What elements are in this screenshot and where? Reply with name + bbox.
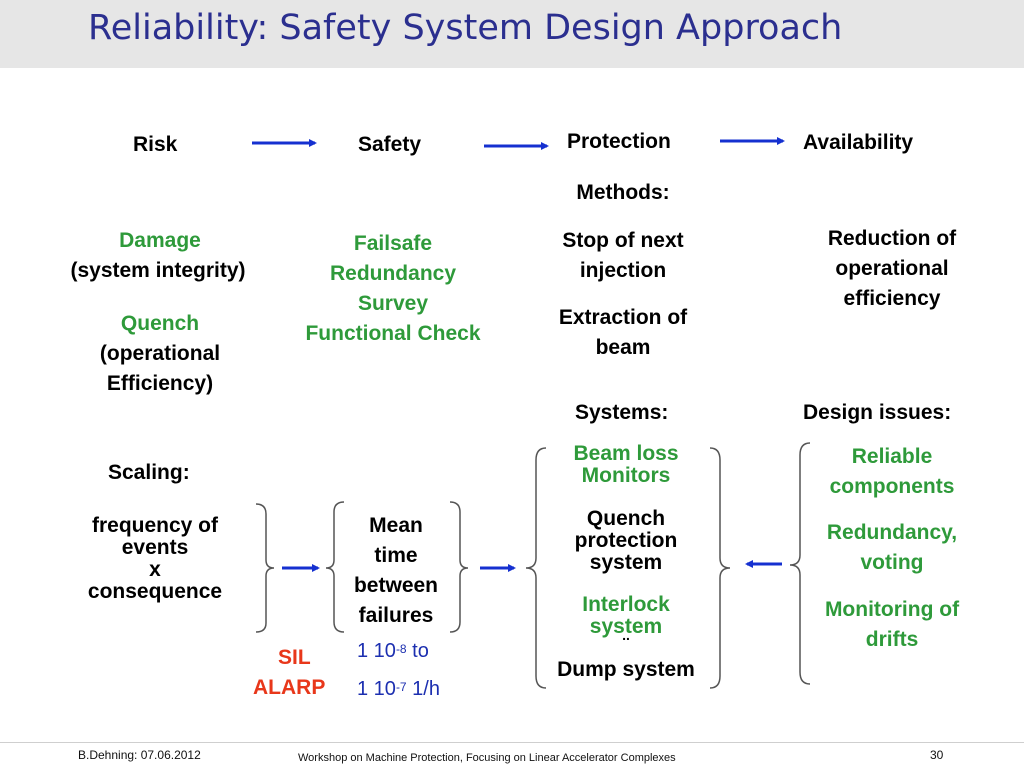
system-quench-protection: Quench protection system <box>540 508 712 574</box>
design-line: Monitoring of <box>824 598 960 621</box>
method-line: Extraction of <box>558 306 688 329</box>
design-reliable: Reliable components <box>792 442 992 502</box>
system-line: Beam loss <box>573 442 679 465</box>
system-line: system <box>589 615 663 638</box>
flow-risk: Risk <box>133 133 178 156</box>
systems-label: Systems: <box>575 401 669 424</box>
safety-item: Redundancy <box>329 262 457 285</box>
method-line: beam <box>595 336 651 359</box>
mtbf-line: time <box>374 544 418 567</box>
flow-protection: Protection <box>567 130 671 153</box>
failure-rate-lower: 1 10-8 to <box>357 639 429 664</box>
brace-mtbf-right <box>449 501 469 633</box>
mtbf-line: Mean <box>369 514 423 537</box>
system-line: Interlock <box>582 593 670 616</box>
flow-availability: Availability <box>803 131 914 154</box>
risk-quench: Quench <box>120 312 200 335</box>
brace-systems-left <box>525 447 547 689</box>
flow-safety: Safety <box>358 133 422 156</box>
system-beam-loss: Beam loss Monitors <box>540 443 712 487</box>
design-line: Reliable <box>851 445 933 468</box>
mtbf-line: between <box>353 574 439 597</box>
scaling-line: frequency of <box>91 514 219 537</box>
method-line: injection <box>579 259 667 282</box>
design-line: drifts <box>865 628 919 651</box>
brace-systems-right <box>709 447 731 689</box>
design-issues-label: Design issues: <box>803 401 952 424</box>
risk-damage: Damage <box>119 229 201 252</box>
availability-line: operational <box>835 257 949 280</box>
scaling-label: Scaling: <box>108 461 190 484</box>
footer-author-date: B.Dehning: 07.06.2012 <box>78 748 201 762</box>
methods-label: Methods: <box>576 181 670 204</box>
availability-text: Reduction of operational efficiency <box>792 224 992 314</box>
availability-line: efficiency <box>843 287 941 310</box>
design-line: components <box>829 475 955 498</box>
brace-mtbf-left <box>325 501 345 633</box>
sil-label: SIL <box>278 646 311 669</box>
system-line: Quench <box>586 507 666 530</box>
rate-exponent: -7 <box>395 680 407 694</box>
risk-damage-detail: (system integrity) <box>70 259 246 282</box>
design-line: Redundancy, <box>826 521 958 544</box>
footer-workshop: Workshop on Machine Protection, Focusing… <box>298 752 676 764</box>
availability-line: Reduction of <box>827 227 957 250</box>
risk-quench-detail-2: Efficiency) <box>106 372 214 395</box>
safety-list: Failsafe Redundancy Survey Functional Ch… <box>283 229 503 349</box>
rate-exponent: -8 <box>395 642 407 656</box>
footer-page-number: 30 <box>930 748 944 762</box>
design-line: voting <box>860 551 924 574</box>
brace-design-left <box>789 442 811 685</box>
rate-mantissa: 1 10 <box>357 678 396 700</box>
brace-scaling-right <box>255 503 275 633</box>
system-interlock: Interlock system <box>540 594 712 638</box>
risk-quench-detail-1: (operational <box>99 342 221 365</box>
alarp-label: ALARP <box>253 676 326 699</box>
safety-item: Functional Check <box>305 322 481 345</box>
design-redundancy: Redundancy, voting <box>792 518 992 578</box>
system-line: protection <box>574 529 678 552</box>
footer-band <box>0 742 1024 769</box>
scaling-formula: frequency of events x consequence <box>55 515 255 603</box>
scaling-line: events <box>121 536 189 559</box>
system-line: Monitors <box>581 464 671 487</box>
system-dump: Dump system <box>557 658 695 681</box>
title-band <box>0 0 1024 68</box>
system-line: system <box>589 551 663 574</box>
rate-suffix: to <box>406 640 429 662</box>
mtbf-line: failures <box>358 604 434 627</box>
rate-suffix: 1/h <box>406 678 440 700</box>
safety-item: Failsafe <box>353 232 433 255</box>
method-extraction: Extraction of beam <box>523 303 723 363</box>
safety-item: Survey <box>357 292 429 315</box>
scaling-line: consequence <box>87 580 223 603</box>
mtbf-text: Mean time between failures <box>333 511 459 631</box>
method-stop-injection: Stop of next injection <box>523 226 723 286</box>
failure-rate-upper: 1 10-7 1/h <box>357 677 440 702</box>
slide-title: Reliability: Safety System Design Approa… <box>88 8 843 48</box>
method-line: Stop of next <box>562 229 684 252</box>
rate-mantissa: 1 10 <box>357 640 396 662</box>
system-ellipsis: .. <box>622 627 630 643</box>
scaling-line: x <box>149 558 161 581</box>
design-monitoring: Monitoring of drifts <box>792 595 992 655</box>
